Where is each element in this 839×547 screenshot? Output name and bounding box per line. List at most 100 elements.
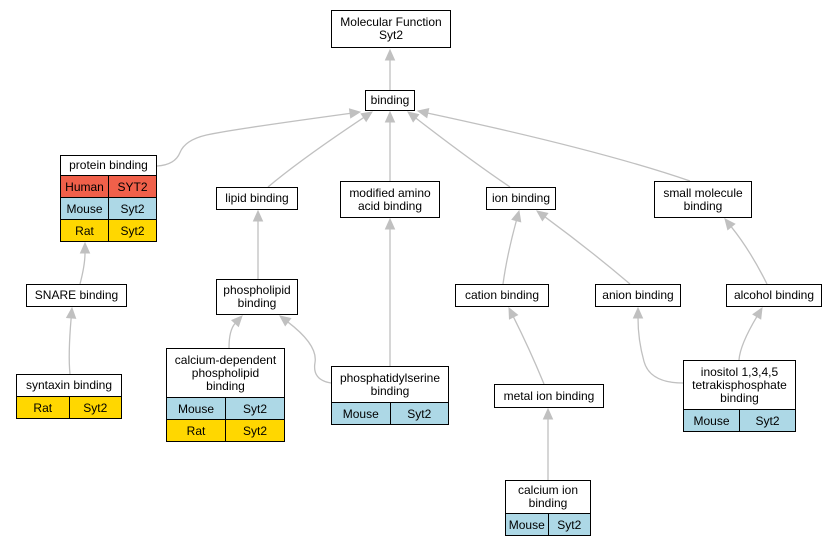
edge-small-molecule-binding-to-binding	[416, 108, 691, 182]
gene-cell: Syt2	[547, 514, 591, 535]
species-cell: Rat	[186, 423, 206, 438]
edge-line	[79, 252, 86, 285]
arrowhead-icon	[416, 108, 430, 119]
edge-calcium-ion-binding-to-metal-ion-binding	[542, 407, 554, 480]
edge-line	[267, 117, 365, 188]
arrowhead-icon	[511, 209, 522, 223]
edge-phosphatidylserine-binding-to-modified-amino-acid-binding	[384, 217, 396, 366]
edge-line	[512, 316, 545, 385]
edge-line	[427, 112, 691, 182]
go-term-node-phospholipid-binding[interactable]: phospholipid binding	[216, 279, 298, 315]
gene-cell: Syt2	[68, 397, 122, 418]
edge-snare-binding-to-protein-binding	[79, 241, 91, 285]
edge-calcium-dependent-phospholipid-binding-to-phospholipid-binding	[228, 315, 243, 349]
go-term-label: inositol 1,3,4,5 tetrakisphosphate bindi…	[692, 364, 787, 405]
edge-line	[544, 216, 631, 285]
species-cell: Mouse	[177, 401, 215, 416]
gene-cell: Syt2	[108, 220, 156, 241]
go-term-node-small-molecule-binding[interactable]: small molecule binding	[654, 181, 752, 218]
go-term-label: modified amino acid binding	[349, 185, 431, 213]
go-term-node-cation-binding[interactable]: cation binding	[455, 284, 549, 307]
species-cell: Human	[65, 179, 104, 194]
gene-cell: Syt2	[739, 410, 795, 431]
gene-cell: Syt2	[389, 403, 449, 424]
arrowhead-icon	[79, 241, 91, 254]
arrowhead-icon	[384, 110, 396, 123]
go-term-label: ion binding	[491, 191, 551, 205]
go-term-node-ion-binding[interactable]: ion binding	[486, 187, 556, 210]
species-cell: Mouse	[342, 406, 379, 421]
edge-ion-binding-to-binding	[407, 111, 511, 188]
go-term-label: calcium ion binding	[517, 483, 579, 510]
arrowhead-icon	[752, 306, 763, 320]
species-cell: Mouse	[508, 517, 545, 532]
edge-line	[502, 220, 517, 285]
edge-anion-binding-to-ion-binding	[536, 210, 631, 285]
go-term-label: Molecular Function Syt2	[340, 15, 442, 42]
arrowhead-icon	[542, 407, 554, 420]
arrowhead-icon	[632, 306, 644, 319]
go-term-node-molecular-function[interactable]: Molecular Function Syt2	[331, 10, 451, 48]
species-row: Rat Syt2	[61, 219, 156, 241]
go-term-label: phosphatidylserine binding	[339, 370, 441, 398]
go-term-node-alcohol-binding[interactable]: alcohol binding	[726, 284, 822, 307]
edge-alcohol-binding-to-small-molecule-binding	[724, 218, 768, 285]
arrowhead-icon	[65, 306, 77, 319]
go-term-label: alcohol binding	[733, 288, 815, 302]
go-term-label: calcium-dependent phospholipid binding	[174, 352, 277, 393]
gene-cell: Syt2	[225, 420, 284, 441]
go-term-node-inositol-tetrakisphosphate-binding[interactable]: inositol 1,3,4,5 tetrakisphosphate bindi…	[683, 360, 796, 432]
gene-cell: Syt2	[225, 398, 284, 419]
species-cell: Rat	[75, 223, 94, 238]
go-term-label: small molecule binding	[663, 185, 743, 213]
arrowhead-icon	[384, 48, 396, 61]
go-term-label: lipid binding	[225, 191, 289, 205]
edge-line	[415, 117, 511, 188]
species-row: Rat Syt2	[167, 419, 284, 441]
go-term-label: phospholipid binding	[223, 283, 291, 310]
edge-line	[637, 317, 684, 384]
go-term-label: protein binding	[69, 158, 148, 172]
edge-line	[156, 112, 351, 167]
edge-line	[730, 226, 768, 285]
go-term-node-anion-binding[interactable]: anion binding	[595, 284, 681, 307]
go-term-label: binding	[370, 93, 410, 107]
edge-syntaxin-binding-to-snare-binding	[65, 306, 77, 375]
go-term-label: cation binding	[464, 288, 540, 302]
go-term-node-modified-amino-acid-binding[interactable]: modified amino acid binding	[340, 181, 440, 218]
edge-line	[68, 317, 72, 375]
gene-cell: Syt2	[108, 198, 156, 219]
go-term-node-metal-ion-binding[interactable]: metal ion binding	[494, 384, 604, 408]
edge-phosphatidylserine-binding-to-phospholipid-binding	[279, 315, 332, 384]
species-cell: Rat	[33, 400, 53, 415]
edge-lipid-binding-to-binding	[267, 111, 374, 188]
go-term-label: metal ion binding	[503, 388, 595, 403]
edge-line	[738, 316, 758, 361]
go-term-node-snare-binding[interactable]: SNARE binding	[26, 284, 127, 307]
edge-protein-binding-to-binding	[156, 108, 362, 167]
go-term-label: syntaxin binding	[25, 378, 113, 392]
edge-cation-binding-to-ion-binding	[502, 209, 522, 285]
species-row: Mouse Syt2	[332, 402, 448, 424]
edge-modified-amino-acid-binding-to-binding	[384, 110, 396, 181]
edge-inositol-tetrakisphosphate-binding-to-alcohol-binding	[738, 306, 763, 361]
edge-phospholipid-binding-to-lipid-binding	[252, 209, 264, 279]
go-term-node-binding[interactable]: binding	[365, 90, 415, 111]
species-cell: Mouse	[693, 413, 730, 428]
edge-line	[287, 321, 332, 384]
arrowhead-icon	[230, 315, 243, 328]
species-row: Rat Syt2	[17, 396, 121, 418]
arrowhead-icon	[348, 108, 362, 119]
arrowhead-icon	[360, 111, 374, 123]
go-term-node-lipid-binding[interactable]: lipid binding	[216, 187, 298, 210]
